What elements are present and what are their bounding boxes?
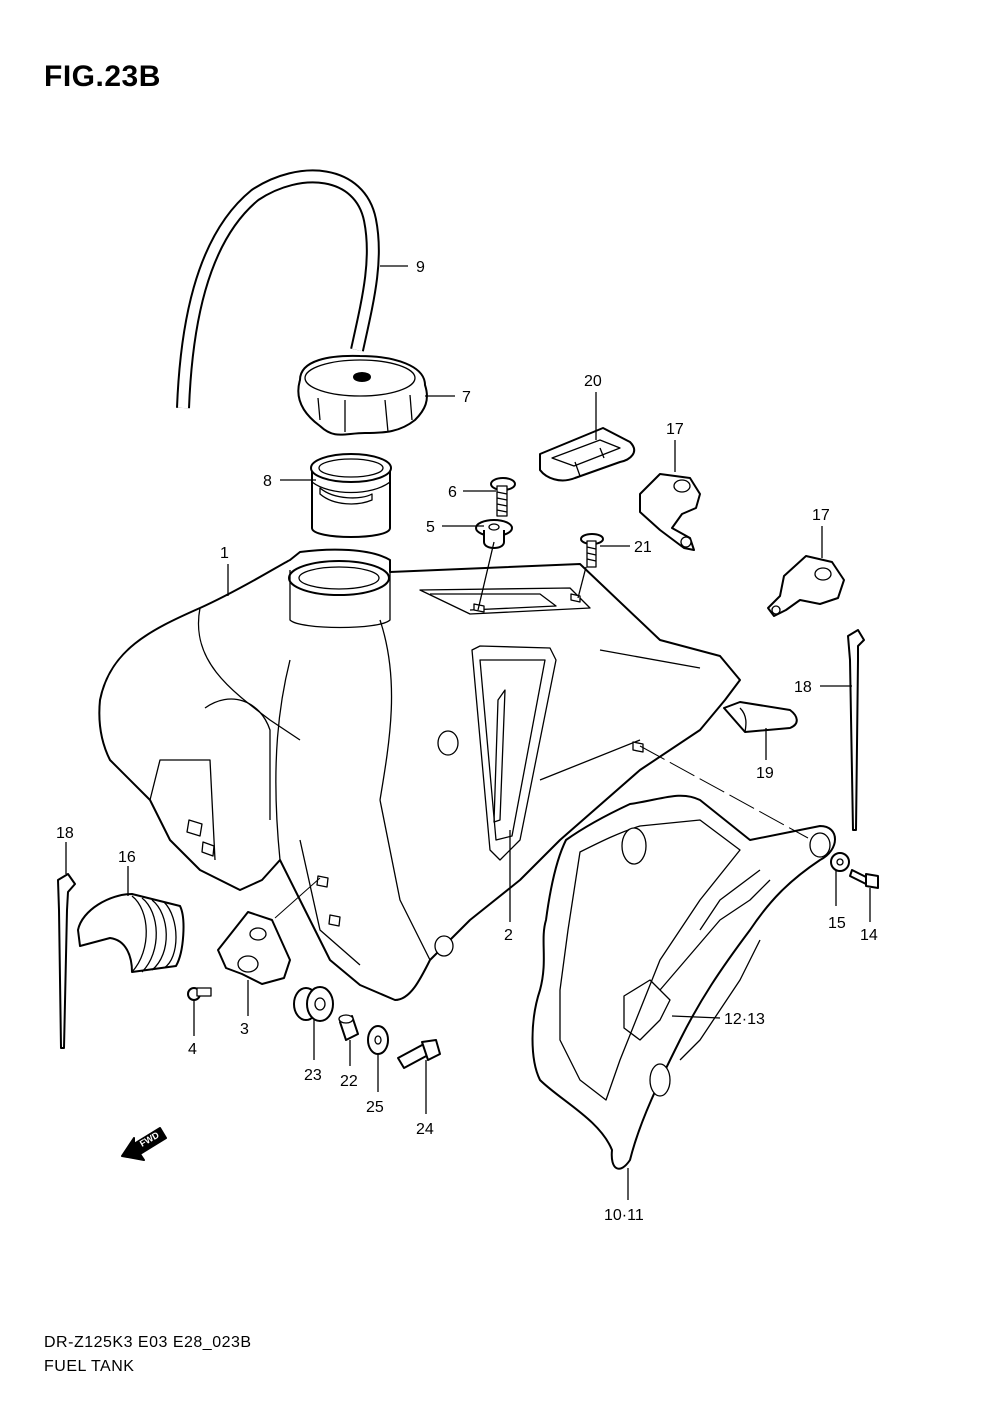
tank-shroud-10-11 (531, 794, 836, 1170)
cable-tie-18-right (847, 629, 865, 831)
cushion-19 (723, 701, 798, 733)
fuel-cap (297, 354, 428, 436)
leader-lines (65, 265, 871, 1200)
figure-name: FUEL TANK (44, 1358, 135, 1375)
callout-16: 16 (118, 849, 136, 866)
callout-17-lower: 17 (812, 507, 830, 524)
callout-20: 20 (584, 373, 602, 390)
callout-9: 9 (416, 259, 425, 276)
callout-23: 23 (304, 1067, 322, 1084)
callout-3: 3 (240, 1021, 249, 1038)
callout-7: 7 (462, 389, 471, 406)
figure-title: FIG.23B (44, 60, 161, 93)
clamp-17-lower (767, 555, 845, 617)
callout-12-13: 12·13 (724, 1011, 765, 1028)
fuel-cock-3 (217, 911, 291, 985)
cushion-16 (77, 893, 185, 973)
callout-8: 8 (263, 473, 272, 490)
bolt-24 (397, 1039, 441, 1069)
callout-15: 15 (828, 915, 846, 932)
fuel-tank (98, 548, 741, 1001)
bolt-6 (490, 477, 516, 517)
callout-21: 21 (634, 539, 652, 556)
screw-4 (187, 987, 212, 1001)
callout-17-upper: 17 (666, 421, 684, 438)
grommet-23 (293, 986, 334, 1022)
clamp-17-upper (639, 473, 701, 551)
tank-band-20 (539, 427, 636, 482)
tank-seal-strip (493, 689, 506, 823)
callout-5: 5 (426, 519, 435, 536)
callout-18-left: 18 (56, 825, 74, 842)
breather-hose (176, 169, 380, 409)
callout-22: 22 (340, 1073, 358, 1090)
collar-22 (338, 1014, 359, 1041)
washer-15 (830, 852, 850, 872)
callout-10-11: 10·11 (604, 1207, 644, 1224)
callout-18-right: 18 (794, 679, 812, 696)
callout-19: 19 (756, 765, 774, 782)
callout-4: 4 (188, 1041, 197, 1058)
callout-2: 2 (504, 927, 513, 944)
callout-24: 24 (416, 1121, 434, 1138)
filler-collar (310, 453, 392, 538)
callout-6: 6 (448, 484, 457, 501)
screw-21 (580, 533, 604, 568)
model-code: DR-Z125K3 E03 E28_023B (44, 1334, 252, 1351)
callout-1: 1 (220, 545, 229, 562)
callout-14: 14 (860, 927, 878, 944)
callout-labels: 1 2 3 4 5 6 7 8 9 10·11 12·13 14 15 16 1… (56, 259, 878, 1224)
fwd-arrow (121, 1127, 167, 1161)
cushion-5 (475, 519, 513, 549)
callout-25: 25 (366, 1099, 384, 1116)
washer-25 (367, 1025, 389, 1055)
cable-tie-18-left (57, 873, 76, 1049)
bolt-14 (849, 869, 879, 889)
